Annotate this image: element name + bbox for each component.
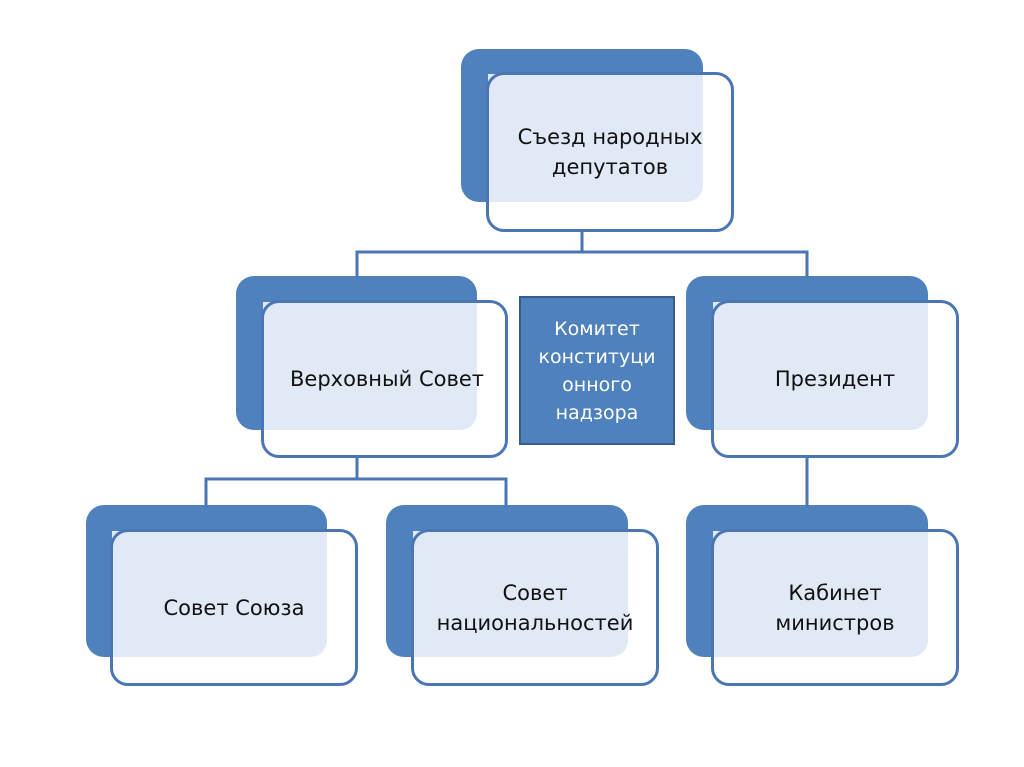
node-cabinet-line-1: Кабинет — [788, 580, 882, 605]
connector-congress-branch — [355, 250, 809, 278]
node-committee-label: Комитет конституци онного надзора — [539, 315, 656, 427]
node-committee-line-2: конституци — [538, 345, 656, 368]
node-congress-line-2: депутатов — [551, 155, 669, 179]
node-congress-line-1: Съезд народных — [517, 125, 703, 149]
node-supreme-soviet-label: Верховный Совет — [290, 367, 484, 391]
node-congress-label: Съезд народных депутатов — [488, 74, 732, 230]
node-cabinet-line-2: министров — [775, 610, 895, 635]
node-cabinet-label: Кабинет министров — [713, 531, 957, 684]
node-committee: Комитет конституци онного надзора — [519, 296, 675, 445]
node-soviet-nationalities-label: Совет национальностей — [413, 531, 657, 684]
node-supreme-soviet-frame — [261, 300, 508, 458]
node-soviet-nationalities-frame — [411, 529, 659, 686]
node-soviet-nationalities-line-1: Совет — [502, 580, 568, 605]
connector-supreme-branch — [204, 477, 508, 507]
node-committee-line-4: надзора — [555, 401, 639, 424]
node-congress-frame — [486, 72, 734, 232]
node-committee-line-3: онного — [562, 373, 632, 396]
node-president-frame — [711, 300, 959, 458]
node-committee-line-1: Комитет — [554, 317, 640, 340]
node-soviet-union-frame — [110, 529, 358, 686]
node-president-label: Президент — [774, 367, 896, 391]
node-cabinet-frame — [711, 529, 959, 686]
node-soviet-nationalities-line-2: национальностей — [436, 610, 634, 635]
node-soviet-union-label: Совет Союза — [163, 595, 305, 620]
